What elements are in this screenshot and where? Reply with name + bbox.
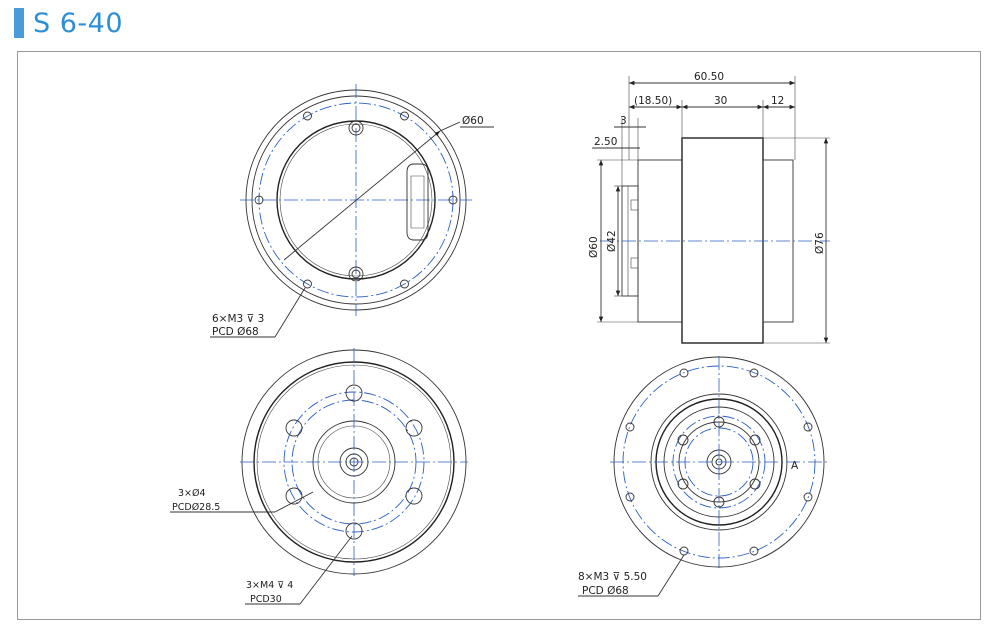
dim-step: 3 — [620, 115, 627, 127]
callout-3xd4: 3×Ø4 — [178, 488, 206, 499]
dim-diameter-60: Ø60 — [462, 115, 484, 127]
dim-dia-left: Ø60 — [588, 236, 600, 258]
dim-seg3: 12 — [771, 95, 784, 107]
dim-flange: 2.50 — [594, 136, 617, 148]
dim-seg1: (18.50) — [634, 95, 672, 107]
callout-6xm3: 6×M3 ⊽ 3 — [212, 313, 264, 325]
label-a: A — [791, 460, 799, 472]
page-title: S 6-40 — [33, 7, 123, 39]
view-top-right: 60.50 (18.50) 30 12 3 2.50 Ø60 Ø42 Ø76 — [588, 71, 830, 344]
view-bottom-right: A 8×M3 ⊽ 5.50 PCD Ø68 — [578, 356, 828, 597]
view-top-left: Ø60 6×M3 ⊽ 3 PCD Ø68 — [210, 84, 494, 338]
callout-pcd68-right: PCD Ø68 — [582, 585, 629, 597]
dim-overall: 60.50 — [694, 71, 724, 83]
callout-8xm3: 8×M3 ⊽ 5.50 — [578, 571, 647, 583]
callout-pcd68: PCD Ø68 — [212, 326, 259, 338]
callout-pcd28-5: PCDØ28.5 — [172, 502, 220, 513]
dim-seg2: 30 — [714, 95, 727, 107]
dim-dia-right: Ø76 — [814, 232, 826, 254]
callout-pcd30: PCD30 — [250, 594, 282, 605]
callout-3xm4: 3×M4 ⊽ 4 — [246, 580, 293, 591]
header-accent-bar — [14, 8, 24, 38]
drawing-frame — [17, 51, 981, 620]
dim-dia-inner: Ø42 — [606, 230, 618, 252]
view-bottom-left: 3×Ø4 PCDØ28.5 3×M4 ⊽ 4 PCD30 — [170, 348, 468, 605]
page-header: S 6-40 — [14, 6, 123, 40]
